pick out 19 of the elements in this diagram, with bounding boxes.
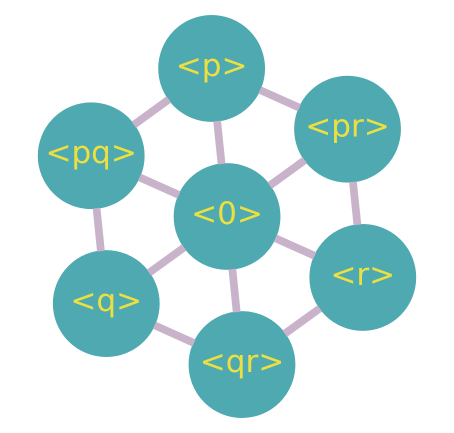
node-circle: <pq>: [38, 102, 145, 210]
connector: [138, 174, 181, 199]
node-circle: <pr>: [294, 76, 401, 183]
connector: [228, 268, 241, 312]
node-circle: <r>: [309, 224, 416, 331]
connector: [349, 181, 362, 226]
connector: [92, 208, 105, 252]
connector: [282, 305, 322, 337]
connector: [146, 244, 186, 276]
connector: [274, 234, 316, 260]
connector: [267, 157, 308, 189]
connector: [258, 86, 301, 112]
node-circle: <q>: [52, 250, 160, 357]
connector: [132, 96, 172, 128]
node-circle: <0>: [174, 163, 280, 270]
connector: [152, 322, 196, 346]
connector: [213, 120, 226, 164]
node-circle: <qr>: [188, 311, 296, 418]
node-circle: <p>: [158, 15, 266, 122]
